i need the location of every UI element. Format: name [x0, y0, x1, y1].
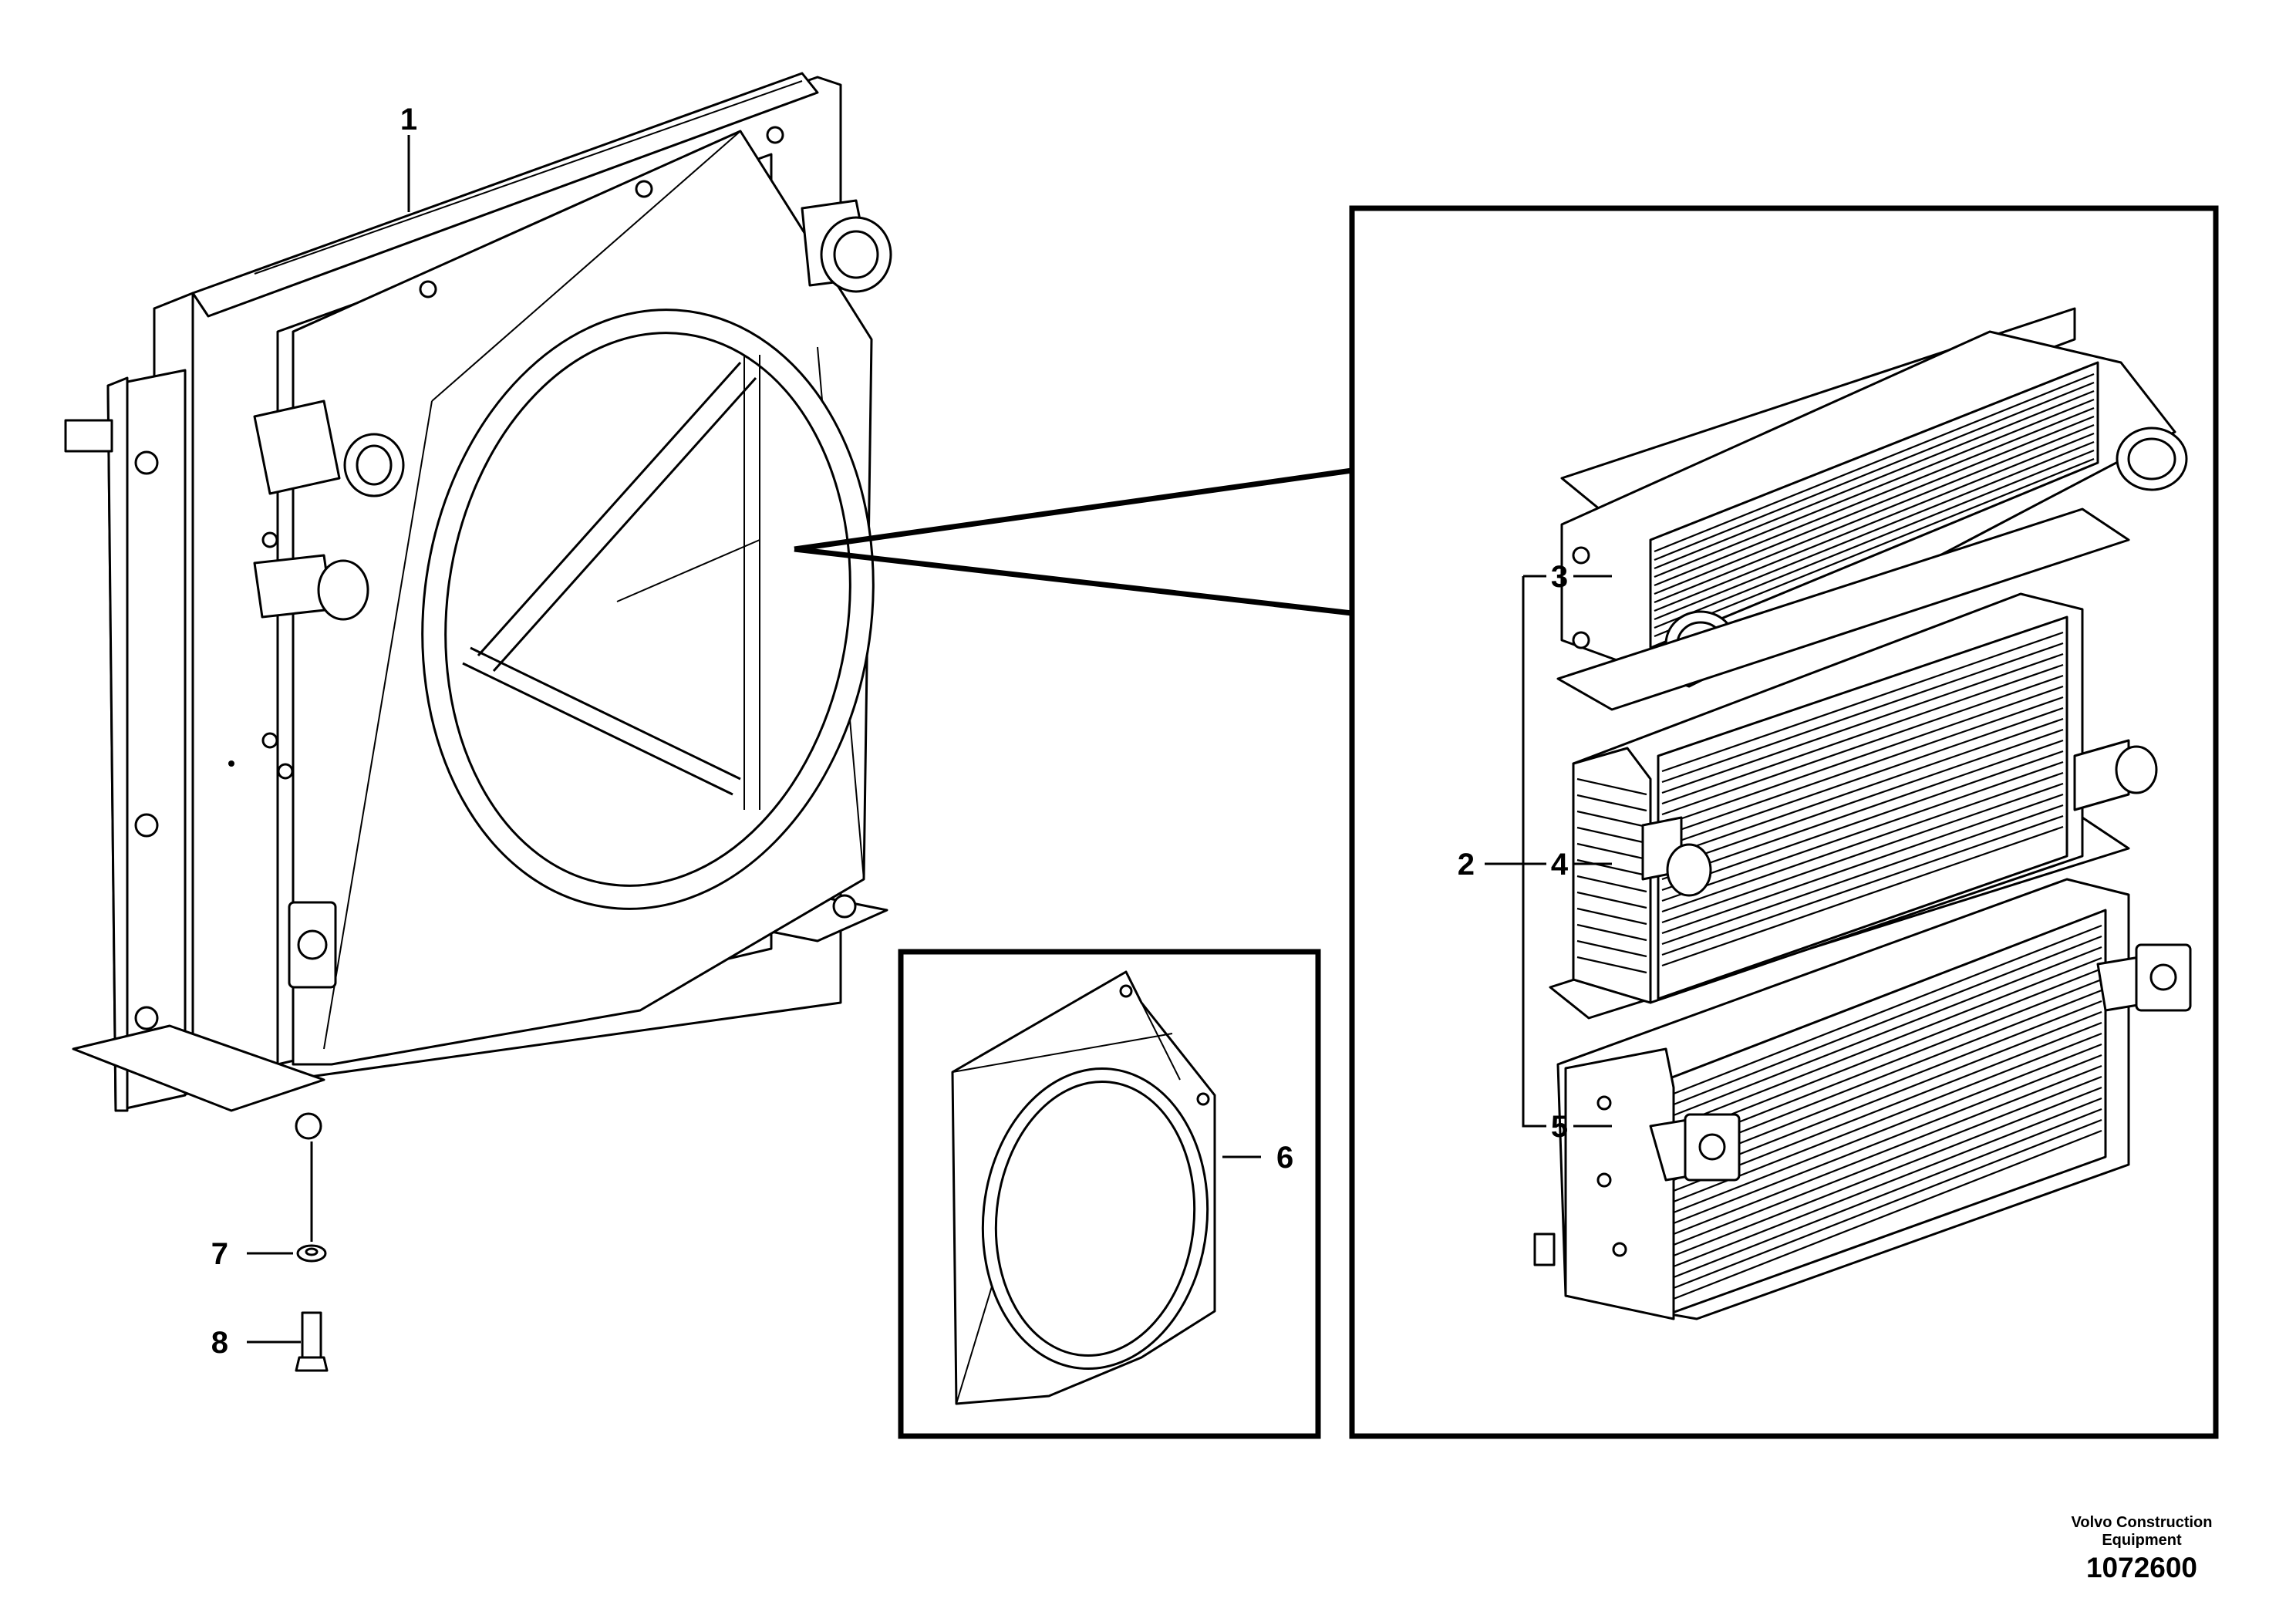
- cooling-fin: [1654, 432, 2095, 612]
- cooling-fin: [1654, 457, 2095, 638]
- radiator-assembly: [64, 72, 892, 1140]
- end-tank-rib: [1576, 858, 1647, 877]
- cooling-fin: [1669, 924, 2102, 1097]
- lower-cooler-part: [1533, 878, 2192, 1320]
- fan-shroud-part: [951, 970, 1216, 1405]
- cooling-fin: [1669, 989, 2102, 1162]
- washer-part: [296, 1244, 327, 1263]
- end-tank-rib: [1576, 794, 1647, 812]
- cooling-fin: [1654, 440, 2095, 621]
- cooling-fin: [1661, 804, 2064, 946]
- cooling-fin: [1661, 674, 2064, 816]
- cooling-fin: [1661, 706, 2064, 848]
- cooling-fin: [1669, 1043, 2102, 1216]
- drawing-number: 1072600: [2085, 1552, 2198, 1583]
- manufacturer-caption: Volvo Construction Equipment: [2071, 1514, 2213, 1549]
- cooling-fin: [1661, 728, 2064, 870]
- cooling-fin: [1669, 1086, 2102, 1259]
- cooling-fin: [1661, 760, 2064, 902]
- cooling-fin: [1669, 1000, 2102, 1172]
- cooling-fin: [1661, 782, 2064, 924]
- end-tank-rib: [1576, 891, 1647, 909]
- cooling-fin: [1661, 750, 2064, 892]
- cooling-fin: [1669, 1010, 2102, 1183]
- cooling-fin: [1661, 642, 2064, 784]
- end-tank-rib: [1576, 875, 1647, 893]
- bolt-part: [295, 1311, 329, 1372]
- cooling-fin: [1669, 1118, 2102, 1291]
- group-bracket: [1522, 576, 1546, 1128]
- cooling-fin: [1661, 771, 2064, 913]
- end-tank-rib: [1576, 907, 1647, 926]
- callout-2: 2: [1458, 848, 1475, 882]
- end-tank-rib: [1576, 939, 1647, 958]
- cooling-fin: [1669, 1032, 2102, 1205]
- end-tank-rib: [1576, 826, 1647, 845]
- middle-cooler-part: [1572, 592, 2158, 1004]
- callout-5: 5: [1551, 1110, 1568, 1144]
- cooling-fin: [1661, 653, 2064, 794]
- upper-cooler-part: [1560, 307, 2188, 688]
- cooling-fin: [1654, 381, 2095, 561]
- cooling-fin: [1654, 449, 2095, 629]
- upper-bracket-plate: [1556, 508, 2130, 711]
- cooling-fin: [1654, 415, 2095, 595]
- end-tank-rib: [1576, 810, 1647, 828]
- callout-4: 4: [1551, 848, 1569, 882]
- cooling-fin: [1661, 825, 2064, 967]
- cooling-fin: [1669, 1054, 2102, 1226]
- cooling-fin: [1661, 739, 2064, 881]
- cooling-fin: [1661, 717, 2064, 859]
- magnifier-line-upper: [794, 467, 1353, 552]
- cooling-fin: [1654, 373, 2095, 553]
- cooling-fin: [1669, 967, 2102, 1140]
- cooling-fin: [1669, 978, 2102, 1151]
- cooling-fin: [1661, 663, 2064, 805]
- end-tank-rib: [1576, 923, 1647, 942]
- cooling-fin: [1661, 631, 2064, 773]
- end-tank-rib: [1576, 842, 1647, 861]
- cooling-fin: [1669, 1097, 2102, 1270]
- cooling-fin: [1661, 814, 2064, 956]
- callout-1: 1: [400, 103, 417, 137]
- callout-6: 6: [1276, 1141, 1293, 1175]
- callout-3: 3: [1551, 560, 1568, 594]
- end-tank-rib: [1576, 956, 1647, 974]
- cooling-fin: [1654, 398, 2095, 578]
- magnifier-line-lower: [794, 546, 1353, 616]
- cooling-fin: [1669, 1021, 2102, 1194]
- callout-8: 8: [211, 1326, 228, 1360]
- cooling-fin: [1654, 389, 2095, 570]
- cooling-fin: [1669, 1064, 2102, 1237]
- cooling-fin: [1661, 685, 2064, 827]
- cooling-fin: [1669, 956, 2102, 1129]
- cooling-fin: [1669, 1075, 2102, 1248]
- cooler-inset-frame: [1349, 205, 2219, 1439]
- cooling-fin: [1654, 406, 2095, 587]
- cooling-fin: [1669, 1129, 2102, 1302]
- cooling-fin: [1654, 423, 2095, 604]
- cooling-fin: [1661, 793, 2064, 935]
- cooling-fin: [1669, 946, 2102, 1118]
- callout-7: 7: [211, 1237, 228, 1271]
- cooling-fin: [1669, 935, 2102, 1108]
- cooling-fin: [1661, 696, 2064, 838]
- cooling-fin: [1669, 1108, 2102, 1280]
- shroud-inset-frame: [898, 949, 1321, 1439]
- end-tank-rib: [1576, 777, 1647, 796]
